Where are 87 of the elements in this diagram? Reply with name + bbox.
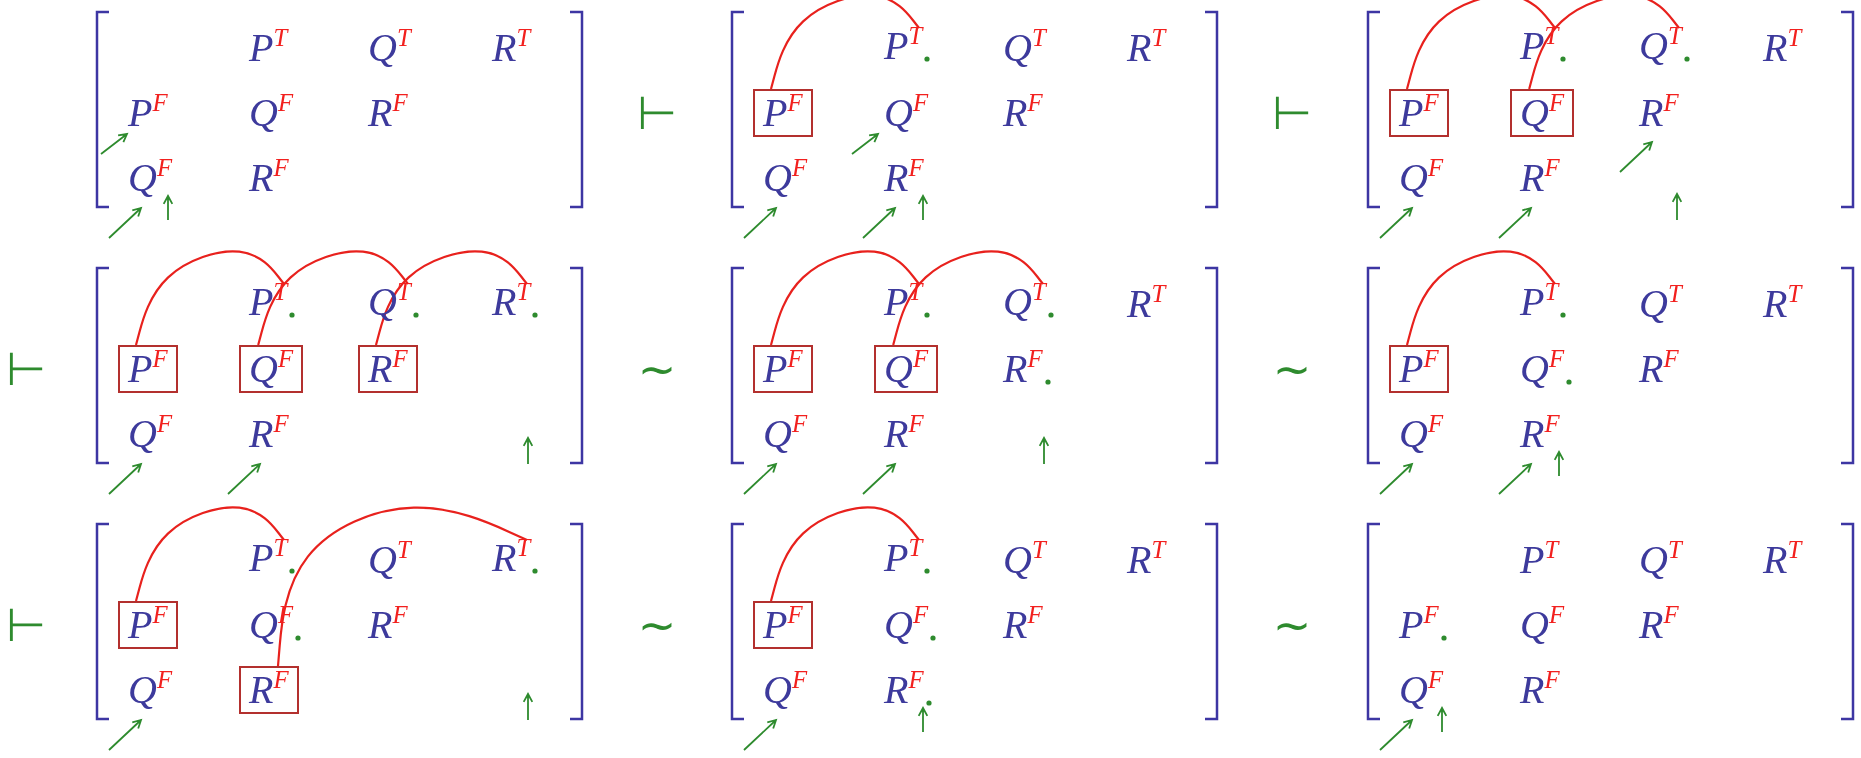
arc-connector — [1405, 250, 1556, 346]
math-term: Q$^{F}$ — [1399, 412, 1444, 456]
math-term: P$^{T}$ — [249, 536, 288, 580]
math-term: R$^{F}$ — [249, 412, 289, 456]
math-term: R$^{F}$ — [249, 156, 289, 200]
math-term: Q$^{F}$ — [1520, 347, 1565, 391]
math-term: Q$^{F}$ — [128, 412, 173, 456]
arc-connector — [892, 250, 1044, 346]
boxed-term: P$^{F}$ — [753, 601, 813, 649]
math-term: Q$^{F}$ — [763, 156, 808, 200]
math-term: R$^{T}$ — [492, 26, 531, 70]
math-term: R$^{F}$ — [1520, 156, 1560, 200]
math-term: R$^{F}$ — [1003, 603, 1043, 647]
math-term: Q$^{F}$ — [249, 91, 294, 135]
boxed-term: P$^{F}$ — [118, 345, 178, 393]
math-term: Q$^{F}$ — [884, 603, 929, 647]
boxed-term: Q$^{F}$ — [874, 345, 939, 393]
operator-symbol: ⊢ — [1271, 88, 1313, 138]
arc-connector — [134, 250, 285, 346]
arc-connector — [257, 250, 409, 346]
math-term: R$^{F}$ — [1520, 412, 1560, 456]
math-term: R$^{F}$ — [884, 156, 924, 200]
math-term: Q$^{T}$ — [1639, 24, 1682, 68]
operator-symbol: ∼ — [637, 344, 677, 394]
operator-symbol: ∼ — [637, 600, 677, 650]
math-term: R$^{F}$ — [1520, 668, 1560, 712]
math-term: Q$^{F}$ — [884, 91, 929, 135]
arc-connector — [134, 506, 285, 602]
math-term: R$^{F}$ — [368, 91, 408, 135]
arc-connector — [276, 506, 528, 667]
math-term: R$^{F}$ — [1639, 91, 1679, 135]
math-term: R$^{F}$ — [1639, 347, 1679, 391]
math-term: R$^{T}$ — [492, 280, 531, 324]
math-term: Q$^{F}$ — [1399, 156, 1444, 200]
math-term: R$^{T}$ — [1763, 538, 1802, 582]
arc-connector — [769, 506, 920, 602]
operator-symbol: ∼ — [1272, 344, 1312, 394]
math-term: P$^{T}$ — [1520, 280, 1559, 324]
operator-symbol: ⊢ — [636, 88, 678, 138]
math-term: P$^{T}$ — [249, 26, 288, 70]
operator-symbol: ⊢ — [5, 344, 47, 394]
boxed-term: Q$^{F}$ — [1510, 89, 1575, 137]
math-term: R$^{F}$ — [1003, 91, 1043, 135]
boxed-term: P$^{F}$ — [1389, 345, 1449, 393]
boxed-term: P$^{F}$ — [1389, 89, 1449, 137]
math-term: R$^{F}$ — [884, 668, 924, 712]
math-term: Q$^{F}$ — [763, 668, 808, 712]
math-term: P$^{F}$ — [1399, 603, 1439, 647]
math-term: R$^{T}$ — [1127, 26, 1166, 70]
math-term: R$^{T}$ — [1127, 282, 1166, 326]
math-term: R$^{T}$ — [1763, 282, 1802, 326]
math-term: Q$^{F}$ — [1399, 668, 1444, 712]
math-term: Q$^{T}$ — [1003, 538, 1046, 582]
arc-connector — [1528, 0, 1680, 90]
arc-connector — [1405, 0, 1556, 90]
math-term: R$^{T}$ — [1127, 538, 1166, 582]
arc-connector — [769, 0, 920, 90]
boxed-term: R$^{F}$ — [239, 666, 299, 714]
math-term: P$^{T}$ — [884, 536, 923, 580]
math-term: Q$^{T}$ — [1639, 282, 1682, 326]
arc-connector — [769, 250, 920, 346]
math-term: R$^{F}$ — [884, 412, 924, 456]
operator-symbol: ⊢ — [5, 600, 47, 650]
boxed-term: R$^{F}$ — [358, 345, 418, 393]
math-term: Q$^{F}$ — [128, 156, 173, 200]
boxed-term: P$^{F}$ — [753, 89, 813, 137]
math-term: R$^{F}$ — [368, 603, 408, 647]
boxed-term: Q$^{F}$ — [239, 345, 304, 393]
math-term: R$^{F}$ — [1003, 347, 1043, 391]
math-term: P$^{T}$ — [884, 24, 923, 68]
math-term: Q$^{F}$ — [1520, 603, 1565, 647]
operator-symbol: ∼ — [1272, 600, 1312, 650]
boxed-term: P$^{F}$ — [753, 345, 813, 393]
arc-connector — [374, 250, 528, 346]
math-term: R$^{T}$ — [492, 536, 531, 580]
math-term: R$^{F}$ — [1639, 603, 1679, 647]
math-term: Q$^{F}$ — [763, 412, 808, 456]
math-term: Q$^{T}$ — [1003, 26, 1046, 70]
math-term: Q$^{T}$ — [1639, 538, 1682, 582]
math-term: Q$^{T}$ — [368, 538, 411, 582]
boxed-term: P$^{F}$ — [118, 601, 178, 649]
math-term: Q$^{T}$ — [368, 26, 411, 70]
math-term: P$^{T}$ — [1520, 538, 1559, 582]
math-term: R$^{T}$ — [1763, 26, 1802, 70]
math-term: P$^{F}$ — [128, 91, 168, 135]
math-term: Q$^{T}$ — [1003, 280, 1046, 324]
math-term: Q$^{F}$ — [128, 668, 173, 712]
